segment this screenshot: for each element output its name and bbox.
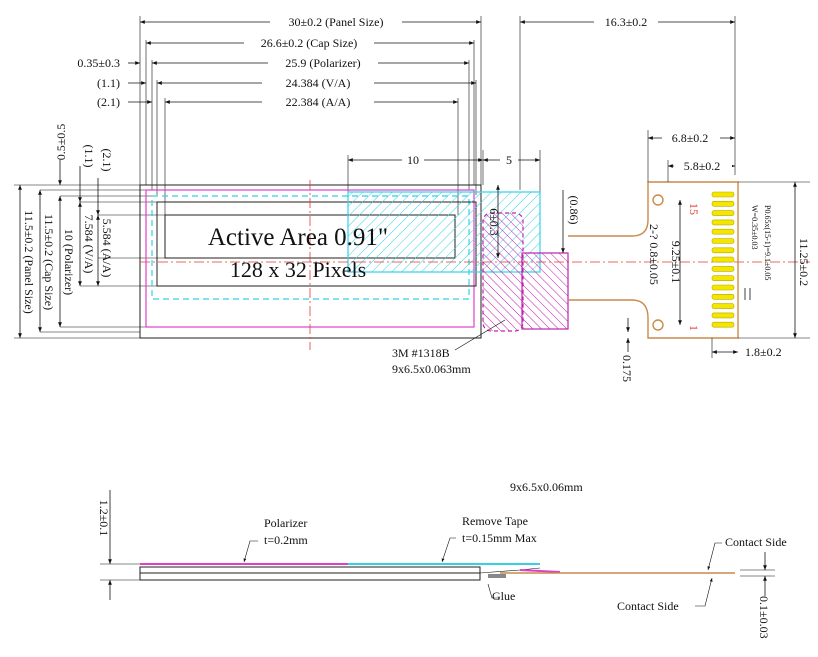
top-view: 30±0.2 (Panel Size) 26.6±0.2 (Cap Size) … bbox=[14, 14, 811, 382]
fpc-pin bbox=[711, 201, 735, 207]
dim-fpc-thickness: 0.175 bbox=[620, 355, 634, 382]
fpc-pin bbox=[711, 266, 735, 272]
side-stiffener-note: 9x6.5x0.06mm bbox=[510, 480, 583, 494]
extension-lines-h bbox=[14, 184, 165, 339]
tape-label-1: Remove Tape bbox=[462, 514, 528, 528]
dim-aa: 22.384 (A/A) bbox=[286, 95, 351, 109]
polarizer-label-2: t=0.2mm bbox=[264, 533, 308, 547]
dim-polarizer-v: 10 (Polarizer) bbox=[62, 229, 76, 295]
dim-fpc-length: 16.3±0.2 bbox=[605, 15, 648, 29]
dim-polarizer-offset: 0.35±0.3 bbox=[77, 56, 120, 70]
dim-fpc-height: 11.25±0.2 bbox=[797, 238, 811, 286]
fpc-pin bbox=[711, 256, 735, 263]
dim-cap-v: 11.5±0.2 (Cap Size) bbox=[42, 214, 56, 310]
active-area-pixels: 128 x 32 Pixels bbox=[230, 257, 366, 282]
contact-side-top: Contact Side bbox=[725, 535, 787, 549]
dim-polarizer: 25.9 (Polarizer) bbox=[285, 56, 360, 70]
fpc-pin bbox=[711, 228, 735, 235]
dim-cap-size: 26.6±0.2 (Cap Size) bbox=[261, 36, 358, 50]
pin-15-label: 15 bbox=[687, 203, 701, 215]
dim-aa-offset: (2.1) bbox=[97, 95, 120, 109]
dim-fpc-hole: 2-? 0.8±0.05 bbox=[647, 224, 661, 285]
fpc-pin bbox=[711, 312, 735, 319]
tape-label-2: t=0.15mm Max bbox=[462, 531, 537, 545]
side-view: 9x6.5x0.06mm 1.2±0.1 Polarizer t=0.2mm R… bbox=[97, 480, 787, 639]
fpc-pins bbox=[711, 191, 735, 328]
polarizer-label-1: Polarizer bbox=[264, 516, 307, 530]
fpc-pin bbox=[711, 284, 735, 291]
dim-panel-size: 30±0.2 (Panel Size) bbox=[289, 15, 384, 29]
contact-side-bottom: Contact Side bbox=[617, 599, 679, 613]
dim-pin-length: 1.8±0.2 bbox=[745, 345, 782, 359]
dim-pin-pitch: P0.65x(15-1)=9.1±0.05 bbox=[763, 205, 772, 280]
dim-aa-v: 5.584 (A/A) bbox=[100, 219, 114, 278]
dim-ten: 10 bbox=[407, 153, 419, 167]
fpc-thickness-side: 0.1±0.03 bbox=[757, 596, 771, 639]
dim-v21: (2.1) bbox=[100, 149, 114, 172]
dim-stiffener-width: 6±0.3 bbox=[487, 208, 501, 236]
stiffener-label-1: 3M #1318B bbox=[392, 346, 450, 360]
dim-v11: (1.1) bbox=[82, 145, 96, 168]
fpc-pin bbox=[711, 275, 735, 282]
dim-va-v: 7.584 (V/A) bbox=[82, 215, 96, 274]
dim-fpc-width-inner: 5.8±0.2 bbox=[684, 159, 721, 173]
fpc-pin bbox=[711, 303, 735, 309]
dim-fpc-width-total: 6.8±0.2 bbox=[672, 131, 709, 145]
active-area-title: Active Area 0.91" bbox=[208, 224, 388, 251]
fpc-pin bbox=[711, 321, 735, 328]
fpc: 15 1 bbox=[568, 181, 739, 339]
dim-stiffener-thickness: (0.86) bbox=[567, 196, 581, 225]
dim-pin-width: W=0.35±0.03 bbox=[750, 205, 759, 249]
vertical-dimensions: 11.5±0.2 (Panel Size) 11.5±0.2 (Cap Size… bbox=[18, 124, 114, 338]
fpc-pin bbox=[711, 238, 735, 244]
fpc-pin bbox=[711, 191, 735, 198]
dim-va-offset: (1.1) bbox=[97, 76, 120, 90]
pin-1-label: 1 bbox=[687, 325, 701, 331]
stiffener-ext bbox=[521, 252, 569, 330]
horizontal-dimensions: 30±0.2 (Panel Size) 26.6±0.2 (Cap Size) … bbox=[77, 14, 735, 167]
dim-five: 5 bbox=[506, 153, 512, 167]
dim-va: 24.384 (V/A) bbox=[286, 76, 351, 90]
fpc-pin bbox=[711, 210, 735, 216]
fpc-pin bbox=[711, 219, 735, 226]
glue-label: Glue bbox=[492, 589, 515, 603]
dim-offset-05: 0.5±0.5 bbox=[54, 124, 68, 161]
side-thickness: 1.2±0.1 bbox=[97, 500, 111, 537]
dim-fpc-pitch-span: 9.25±0.1 bbox=[669, 241, 683, 284]
stiffener-label-2: 9x6.5x0.063mm bbox=[392, 362, 471, 376]
fpc-pin bbox=[711, 293, 735, 300]
dim-panel-v: 11.5±0.2 (Panel Size) bbox=[22, 210, 36, 313]
fpc-pin bbox=[711, 247, 735, 254]
